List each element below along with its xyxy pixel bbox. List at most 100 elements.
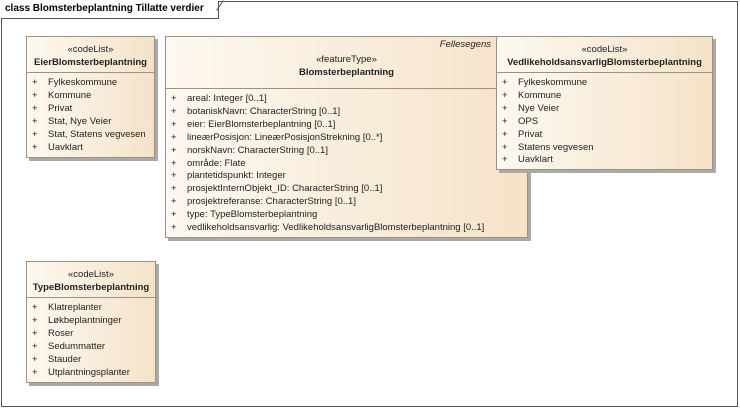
attribute-row[interactable]: + lineærPosisjon: LineærPosisjonStrekning… [166,132,527,145]
public-visibility-icon: + [171,209,177,221]
attribute-text: type: TypeBlomsterbeplantning [187,209,318,221]
attribute-row[interactable]: + Kommune [497,90,712,103]
attribute-text: Fylkeskommune [518,77,588,88]
attribute-row[interactable]: +Fylkeskommune [497,77,712,90]
class-header: «codeList» TypeBlomsterbeplantning [27,262,155,298]
attribute-row[interactable]: + Nye Veier [497,103,712,116]
diagram-title: class Blomsterbeplantning Tillatte verdi… [1,1,219,19]
class-name: VedlikeholdsansvarligBlomsterbeplantning [507,57,702,68]
class-header: Fellesegens «featureType» Blomsterbeplantn… [166,37,527,89]
public-visibility-icon: + [171,157,177,169]
attribute-text: Kommune [518,89,562,101]
attribute-row[interactable]: + type: TypeBlomsterbeplantning [166,209,527,222]
public-visibility-icon: + [502,102,508,114]
class-name: EierBlomsterbeplantning [34,57,147,68]
attribute-row[interactable]: + prosjektInternObjekt_ID: CharacterStrin… [166,183,527,196]
public-visibility-icon: + [32,115,38,127]
attribute-text: Statens vegvesen [518,141,594,153]
attribute-text: OPS [518,115,539,127]
public-visibility-icon: + [32,89,38,101]
attribute-row[interactable]: + Stat, Statens vegvesen [27,129,154,142]
attribute-row[interactable]: + Stauder [27,354,155,367]
attribute-text: Stat, Nye Veier [48,115,112,127]
attribute-text: Privat [518,128,543,140]
attribute-row[interactable]: + Fylkeskommune [27,77,154,90]
attribute-text: plantetidspunkt: Integer [187,170,286,182]
public-visibility-icon: + [32,353,38,365]
attribute-row[interactable]: + område: Flate [166,158,527,171]
attribute-row[interactable]: +vedlikeholdsansvarlig: Vedlikeholdsansv… [166,222,527,235]
public-visibility-icon: + [171,144,177,156]
attribute-row[interactable]: +Klatreplanter [27,302,155,315]
public-visibility-icon: + [171,105,177,117]
class-name: Blomsterbeplantning [298,67,394,78]
attribute-text: vedlikeholdsansvarlig: Vedlikeholdsansva… [187,222,485,234]
attribute-row[interactable]: +areal: Integer [0..1] [166,93,527,106]
attribute-row[interactable]: + Statens vegvesen [497,142,712,155]
class-vedlikeholdsansvarlig-blomsterbeplantning[interactable]: «codeList» VedlikeholdsansvarligBlomsterb… [496,36,713,170]
stereotype: «codeList» [67,44,114,55]
attribute-row[interactable]: +OPS [497,116,712,129]
attribute-row[interactable]: +Løkbeplantninger [27,315,155,328]
attribute-row[interactable]: + Uavklart [27,142,154,155]
public-visibility-icon: + [32,327,38,339]
class-header: «codeList» EierBlomsterbeplantning [27,37,154,73]
attribute-row[interactable]: +Utplantningsplanter [27,367,155,380]
attribute-text: lineærPosisjon: LineærPosisjonStrekning … [187,131,383,143]
attribute-text: Nye Veier [518,102,560,114]
public-visibility-icon: + [502,89,508,101]
class-header: «codeList» VedlikeholdsansvarligBlomsterb… [497,37,712,73]
attribute-text: Uavklart [48,141,83,153]
attribute-list: +Fylkeskommune+Kommune+Nye Veier+OPS+Pri… [497,73,712,167]
attribute-text: Kommune [48,89,92,101]
attribute-list: +areal: Integer [0..1]+botaniskNavn: Cha… [166,89,527,235]
attribute-row[interactable]: + Sedummatter [27,341,155,354]
stereotype: «codeList» [68,269,114,280]
attribute-text: Privat [48,102,73,114]
attribute-text: Fylkeskommune [48,77,118,88]
attribute-row[interactable]: +Uavklart [497,154,712,167]
attribute-text: prosjektreferanse: CharacterString [0..1… [187,196,356,208]
attribute-text: Stauder [48,353,82,365]
attribute-text: Klatreplanter [48,302,102,313]
public-visibility-icon: + [171,93,177,104]
public-visibility-icon: + [502,128,508,140]
public-visibility-icon: + [32,340,38,352]
public-visibility-icon: + [502,141,508,153]
class-blomsterbeplantning[interactable]: Fellesegens «featureType» Blomsterbeplantn… [165,36,528,238]
public-visibility-icon: + [32,102,38,114]
attribute-text: prosjektInternObjekt_ID: CharacterString… [187,183,383,195]
class-type-blomsterbeplantning[interactable]: «codeList»TypeBlomsterbeplantning+Klatre… [26,261,156,383]
attribute-row[interactable]: +norskNavn: CharacterString [0..1] [166,145,527,158]
attribute-row[interactable]: + eier: EierBlomsterbeplantning [0..1] [166,119,527,132]
attribute-text: område: Flate [187,157,246,169]
attribute-row[interactable]: + Stat, Nye Veier [27,116,154,129]
attribute-row[interactable]: +prosjektreferanse: CharacterString [0..… [166,196,527,209]
tagged-value: Fellesegens [439,39,491,50]
attribute-text: Sedummatter [48,340,106,352]
public-visibility-icon: + [171,183,177,195]
attribute-row[interactable]: +Roser [27,328,155,341]
attribute-row[interactable]: + Privat [27,103,154,116]
attribute-text: Stat, Statens vegvesen [48,128,146,140]
attribute-list: +Klatreplanter+Løkbeplantninger+Roser+Se… [27,298,155,379]
attribute-row[interactable]: +plantetidspunkt: Integer [166,170,527,183]
attribute-text: Uavklart [518,154,553,166]
attribute-row[interactable]: + botaniskNavn: CharacterString [0..1] [166,106,527,119]
public-visibility-icon: + [32,77,38,88]
stereotype: «featureType» [316,54,377,65]
attribute-row[interactable]: + Privat [497,129,712,142]
attribute-text: Løkbeplantninger [48,314,122,326]
public-visibility-icon: + [32,366,38,378]
attribute-row[interactable]: + Kommune [27,90,154,103]
class-eier-blomsterbeplantning[interactable]: «codeList» EierBlomsterbeplantning + Fylkes… [26,36,155,158]
public-visibility-icon: + [171,118,177,130]
public-visibility-icon: + [171,131,177,143]
attribute-text: eier: EierBlomsterbeplantning [0..1] [187,118,336,130]
public-visibility-icon: + [32,141,38,153]
stereotype: «codeList» [581,44,628,55]
class-name: TypeBlomsterbeplantning [32,282,150,293]
public-visibility-icon: + [32,128,38,140]
attribute-text: botaniskNavn: CharacterString [0..1] [187,105,341,117]
